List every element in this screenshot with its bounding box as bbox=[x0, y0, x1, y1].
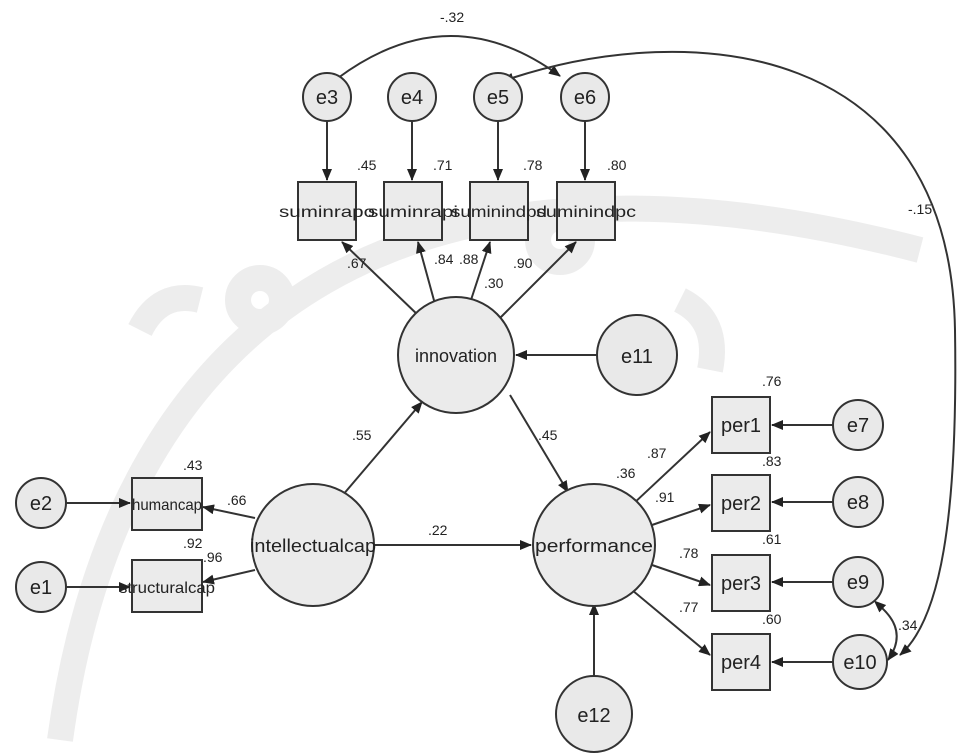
coef-r2-structuralcap: .92 bbox=[183, 535, 203, 551]
indicator-structuralcap: structuralcap bbox=[119, 559, 215, 613]
arrow-performance-per2 bbox=[651, 503, 711, 526]
arrow-innovation-performance bbox=[509, 394, 569, 493]
cov-e6-e10-curve bbox=[501, 50, 957, 656]
coef-cov-e9-e10: .34 bbox=[898, 617, 918, 633]
suminrapo-label: suminrapo bbox=[279, 204, 375, 221]
arrow-performance-per4 bbox=[631, 589, 711, 656]
coef-r2-performance: .36 bbox=[616, 465, 636, 481]
coef-path-ic-innovation: .55 bbox=[352, 427, 372, 443]
error-node-e3: e3 bbox=[302, 72, 352, 122]
coef-r2-suminrapi: .71 bbox=[433, 157, 453, 173]
e7-label: e7 bbox=[847, 415, 869, 437]
cov-e3-e6-curve bbox=[329, 35, 561, 85]
coef-cov-e6-e10: -.15 bbox=[908, 201, 932, 217]
coef-load-suminrapi: .84 bbox=[434, 251, 454, 267]
cov-e9-e10-curve bbox=[873, 600, 899, 661]
coef-r2-per1: .76 bbox=[762, 373, 782, 389]
indicator-suminindpc: suminindpc bbox=[536, 181, 636, 241]
e4-label: e4 bbox=[401, 87, 423, 109]
indicator-suminindpd: suminindpd bbox=[451, 181, 547, 241]
e10-label: e10 bbox=[843, 652, 876, 674]
indicator-per3: per3 bbox=[711, 554, 771, 612]
arrow-ic-humancap bbox=[202, 504, 256, 519]
indicator-suminrapo: suminrapo bbox=[279, 181, 375, 241]
latent-performance: performance bbox=[532, 483, 656, 607]
indicator-humancap: humancap bbox=[131, 477, 203, 531]
innovation-label: innovation bbox=[415, 346, 497, 366]
coef-load-suminindpc: .90 bbox=[513, 255, 533, 271]
arrow-innovation-suminrapo bbox=[341, 241, 421, 318]
coef-r2-innovation: .30 bbox=[484, 275, 504, 291]
coef-load-suminrapo: .67 bbox=[347, 255, 367, 271]
arrow-innovation-suminindpc bbox=[499, 241, 577, 319]
per1-label: per1 bbox=[721, 415, 761, 437]
coef-path-ic-performance: .22 bbox=[428, 522, 448, 538]
arrow-performance-per1 bbox=[631, 431, 711, 506]
coef-r2-humancap: .43 bbox=[183, 457, 203, 473]
coef-path-innovation-performance: .45 bbox=[538, 427, 558, 443]
coef-r2-per4: .60 bbox=[762, 611, 782, 627]
coef-load-structuralcap: .96 bbox=[203, 549, 223, 565]
coef-load-per2: .91 bbox=[655, 489, 675, 505]
coef-cov-e3-e6: -.32 bbox=[440, 9, 464, 25]
coef-load-per4: .77 bbox=[679, 599, 699, 615]
e5-label: e5 bbox=[487, 87, 509, 109]
e9-label: e9 bbox=[847, 572, 869, 594]
coef-r2-per2: .83 bbox=[762, 453, 782, 469]
arrow-innovation-suminindpd bbox=[469, 241, 492, 304]
arrow-performance-per3 bbox=[651, 564, 711, 587]
coef-load-per1: .87 bbox=[647, 445, 667, 461]
indicator-per2: per2 bbox=[711, 474, 771, 532]
e3-label: e3 bbox=[316, 87, 338, 109]
error-node-e9: e9 bbox=[832, 556, 884, 608]
suminindpd-label: suminindpd bbox=[451, 204, 547, 221]
coef-r2-suminrapo: .45 bbox=[357, 157, 377, 173]
suminrapi-label: suminrapi bbox=[368, 204, 458, 221]
e12-label: e12 bbox=[577, 705, 610, 727]
error-node-e4: e4 bbox=[387, 72, 437, 122]
intellectualcap-label: intellectualcap bbox=[250, 536, 376, 556]
e2-label: e2 bbox=[30, 493, 52, 515]
per2-label: per2 bbox=[721, 493, 761, 515]
error-node-e12: e12 bbox=[555, 675, 633, 753]
structuralcap-label: structuralcap bbox=[119, 580, 215, 597]
coef-r2-suminindpd: .78 bbox=[523, 157, 543, 173]
performance-label: performance bbox=[535, 536, 653, 556]
coefficient-labels: -.32 -.15 .45 .71 .78 .80 .67 .84 .88 .9… bbox=[183, 9, 932, 633]
indicator-suminrapi: suminrapi bbox=[368, 181, 458, 241]
error-node-e1: e1 bbox=[15, 561, 67, 613]
latent-innovation: innovation bbox=[397, 296, 515, 414]
error-node-e10: e10 bbox=[832, 634, 888, 690]
suminindpc-label: suminindpc bbox=[536, 204, 636, 221]
coef-load-humancap: .66 bbox=[227, 492, 247, 508]
error-node-e7: e7 bbox=[832, 399, 884, 451]
error-node-e8: e8 bbox=[832, 476, 884, 528]
arrow-ic-innovation bbox=[341, 401, 423, 497]
indicator-per1: per1 bbox=[711, 396, 771, 454]
coef-r2-suminindpc: .80 bbox=[607, 157, 627, 173]
e8-label: e8 bbox=[847, 492, 869, 514]
per4-label: per4 bbox=[721, 652, 761, 674]
error-node-e11: e11 bbox=[596, 314, 678, 396]
e11-label: e11 bbox=[621, 346, 653, 368]
coef-load-per3: .78 bbox=[679, 545, 699, 561]
coef-load-suminindpd: .88 bbox=[459, 251, 479, 267]
latent-intellectualcap: intellectualcap bbox=[250, 483, 376, 607]
e1-label: e1 bbox=[30, 577, 52, 599]
indicator-per4: per4 bbox=[711, 633, 771, 691]
humancap-label: humancap bbox=[132, 497, 202, 514]
per3-label: per3 bbox=[721, 573, 761, 595]
error-node-e6: e6 bbox=[560, 72, 610, 122]
arrow-ic-structuralcap bbox=[202, 569, 256, 585]
error-node-e2: e2 bbox=[15, 477, 67, 529]
e6-label: e6 bbox=[574, 87, 596, 109]
arrow-innovation-suminrapi bbox=[416, 241, 436, 305]
coef-r2-per3: .61 bbox=[762, 531, 782, 547]
error-node-e5: e5 bbox=[473, 72, 523, 122]
